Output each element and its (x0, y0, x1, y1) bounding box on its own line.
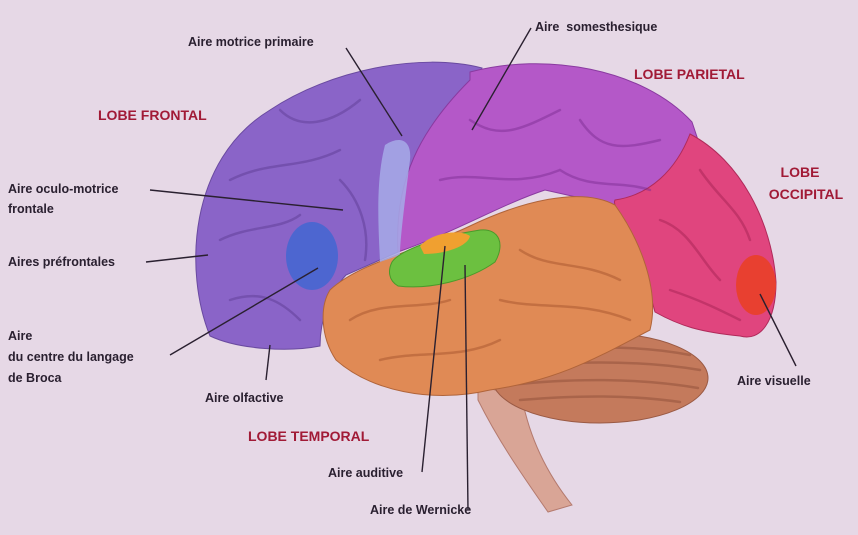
auditory-area (420, 232, 470, 254)
label-lobe-occipital-2: OCCIPITAL (769, 186, 844, 202)
leader-auditory (421, 245, 446, 473)
visual-area (736, 255, 776, 315)
occipital-folds (658, 168, 752, 322)
label-visual: Aire visuelle (737, 374, 811, 388)
label-lobe-parietal: LOBE PARIETAL (634, 66, 745, 82)
occipital-lobe (613, 133, 777, 338)
label-olfactory: Aire olfactive (205, 391, 284, 405)
label-oculomotor-1: Aire oculo-motrice (8, 182, 118, 196)
frontal-folds (218, 98, 368, 322)
leader-visual (759, 293, 797, 367)
temporal-lobe (322, 196, 654, 396)
temporal-folds (348, 248, 632, 362)
label-prefrontal: Aires préfrontales (8, 255, 115, 269)
leader-motor (345, 47, 403, 137)
label-lobe-occipital-1: LOBE (781, 164, 820, 180)
leader-wernicke (464, 264, 469, 511)
label-somesthetic: Aire somesthesique (535, 20, 657, 34)
broca-area (286, 222, 338, 290)
label-lobe-temporal: LOBE TEMPORAL (248, 428, 370, 444)
label-lobe-frontal: LOBE FRONTAL (98, 107, 207, 123)
leader-broca (169, 267, 319, 356)
leader-oculomotor (149, 189, 344, 211)
label-motor: Aire motrice primaire (188, 35, 314, 49)
label-broca-1: Aire (8, 329, 32, 343)
motor-area (378, 140, 411, 262)
leader-somesthetic (471, 27, 532, 131)
leader-prefrontal (145, 254, 209, 263)
label-wernicke: Aire de Wernicke (370, 503, 471, 517)
parietal-folds (438, 108, 662, 192)
label-auditory: Aire auditive (328, 466, 403, 480)
brainstem (477, 384, 573, 513)
label-broca-2: du centre du langage (8, 350, 134, 364)
label-oculomotor-2: frontale (8, 202, 54, 216)
leader-olfactory (265, 344, 271, 381)
label-broca-3: de Broca (8, 371, 63, 385)
